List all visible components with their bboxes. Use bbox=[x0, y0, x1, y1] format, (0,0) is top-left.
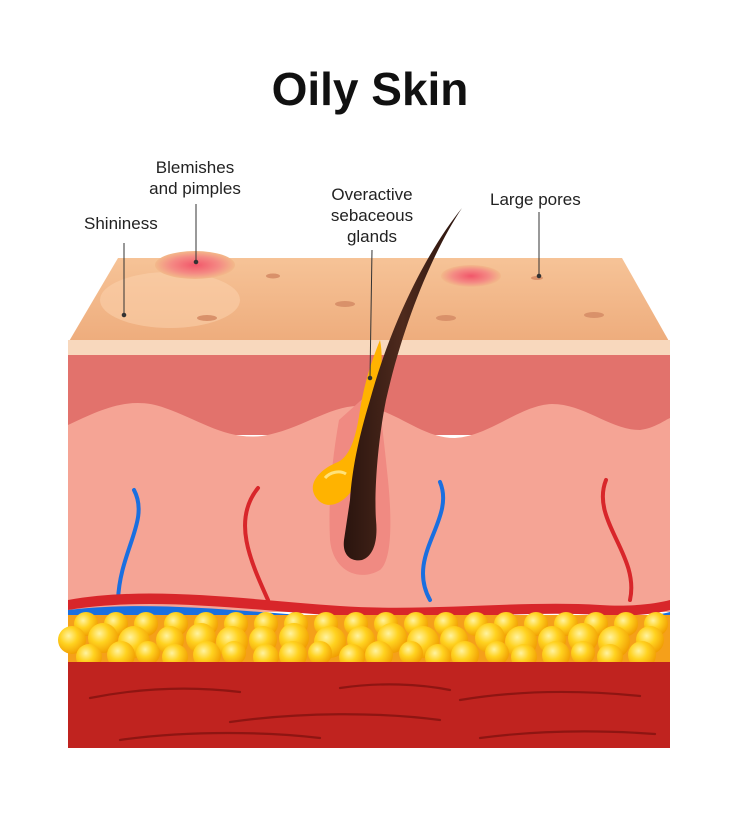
fat-globules bbox=[58, 612, 668, 670]
artery-horizontal bbox=[68, 593, 670, 618]
fat-globule bbox=[399, 641, 423, 665]
label-pores: Large pores bbox=[490, 190, 581, 209]
label-glands-line1: Overactive bbox=[331, 185, 413, 204]
fat-globule bbox=[136, 641, 160, 665]
shine-highlight bbox=[100, 272, 240, 328]
muscle-fibers bbox=[88, 683, 657, 742]
pores bbox=[197, 273, 604, 321]
artery bbox=[600, 478, 634, 602]
skin-surface bbox=[68, 258, 670, 343]
pimple bbox=[441, 265, 501, 287]
fat-globule bbox=[88, 623, 118, 653]
pimple bbox=[155, 251, 235, 279]
label-blemishes-line2: and pimples bbox=[149, 179, 241, 198]
fat-globule bbox=[485, 641, 509, 665]
fat-globule bbox=[58, 626, 86, 654]
muscle-layer bbox=[68, 662, 670, 748]
fat-globule bbox=[222, 641, 246, 665]
label-glands: Overactive sebaceous glands bbox=[317, 184, 427, 247]
artery bbox=[243, 486, 270, 602]
label-glands-line3: glands bbox=[346, 227, 398, 246]
epidermis-band bbox=[68, 340, 670, 356]
label-shininess: Shininess bbox=[84, 214, 158, 233]
leader-glands bbox=[369, 249, 373, 379]
hair-shaft bbox=[343, 208, 462, 561]
label-blemishes: Blemishes and pimples bbox=[140, 157, 250, 199]
fat-globule bbox=[308, 641, 332, 665]
vein bbox=[421, 480, 446, 602]
leader-lines bbox=[121, 204, 542, 381]
sebaceous-gland-highlight bbox=[323, 470, 347, 480]
blood-vessels bbox=[116, 478, 634, 602]
vein bbox=[116, 488, 141, 602]
diagram-title: Oily Skin bbox=[271, 63, 469, 115]
fat-globule bbox=[571, 641, 595, 665]
label-blemishes-line1: Blemishes bbox=[155, 158, 235, 177]
label-glands-line2: sebaceous bbox=[330, 206, 414, 225]
